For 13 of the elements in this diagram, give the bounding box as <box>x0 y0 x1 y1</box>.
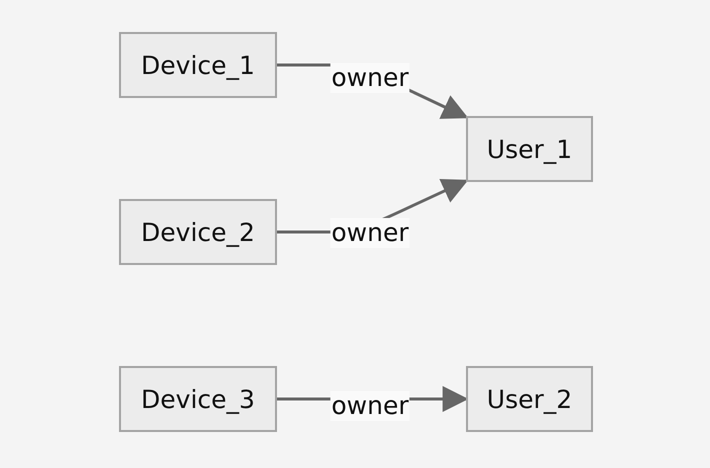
node-label: Device_1 <box>141 50 255 80</box>
entity-box <box>466 116 593 182</box>
node-label: Device_2 <box>141 218 255 246</box>
node-label: User_1 <box>486 134 572 164</box>
entity-box <box>466 366 593 432</box>
entity-box <box>119 366 277 432</box>
edge-label: owner <box>330 391 410 421</box>
entity-box <box>119 32 277 98</box>
edge-label: owner <box>330 63 410 94</box>
edge-label: owner <box>330 218 410 248</box>
entity-box <box>119 199 277 265</box>
node-label: User_2 <box>486 384 572 414</box>
node-label: Device_3 <box>141 384 255 414</box>
